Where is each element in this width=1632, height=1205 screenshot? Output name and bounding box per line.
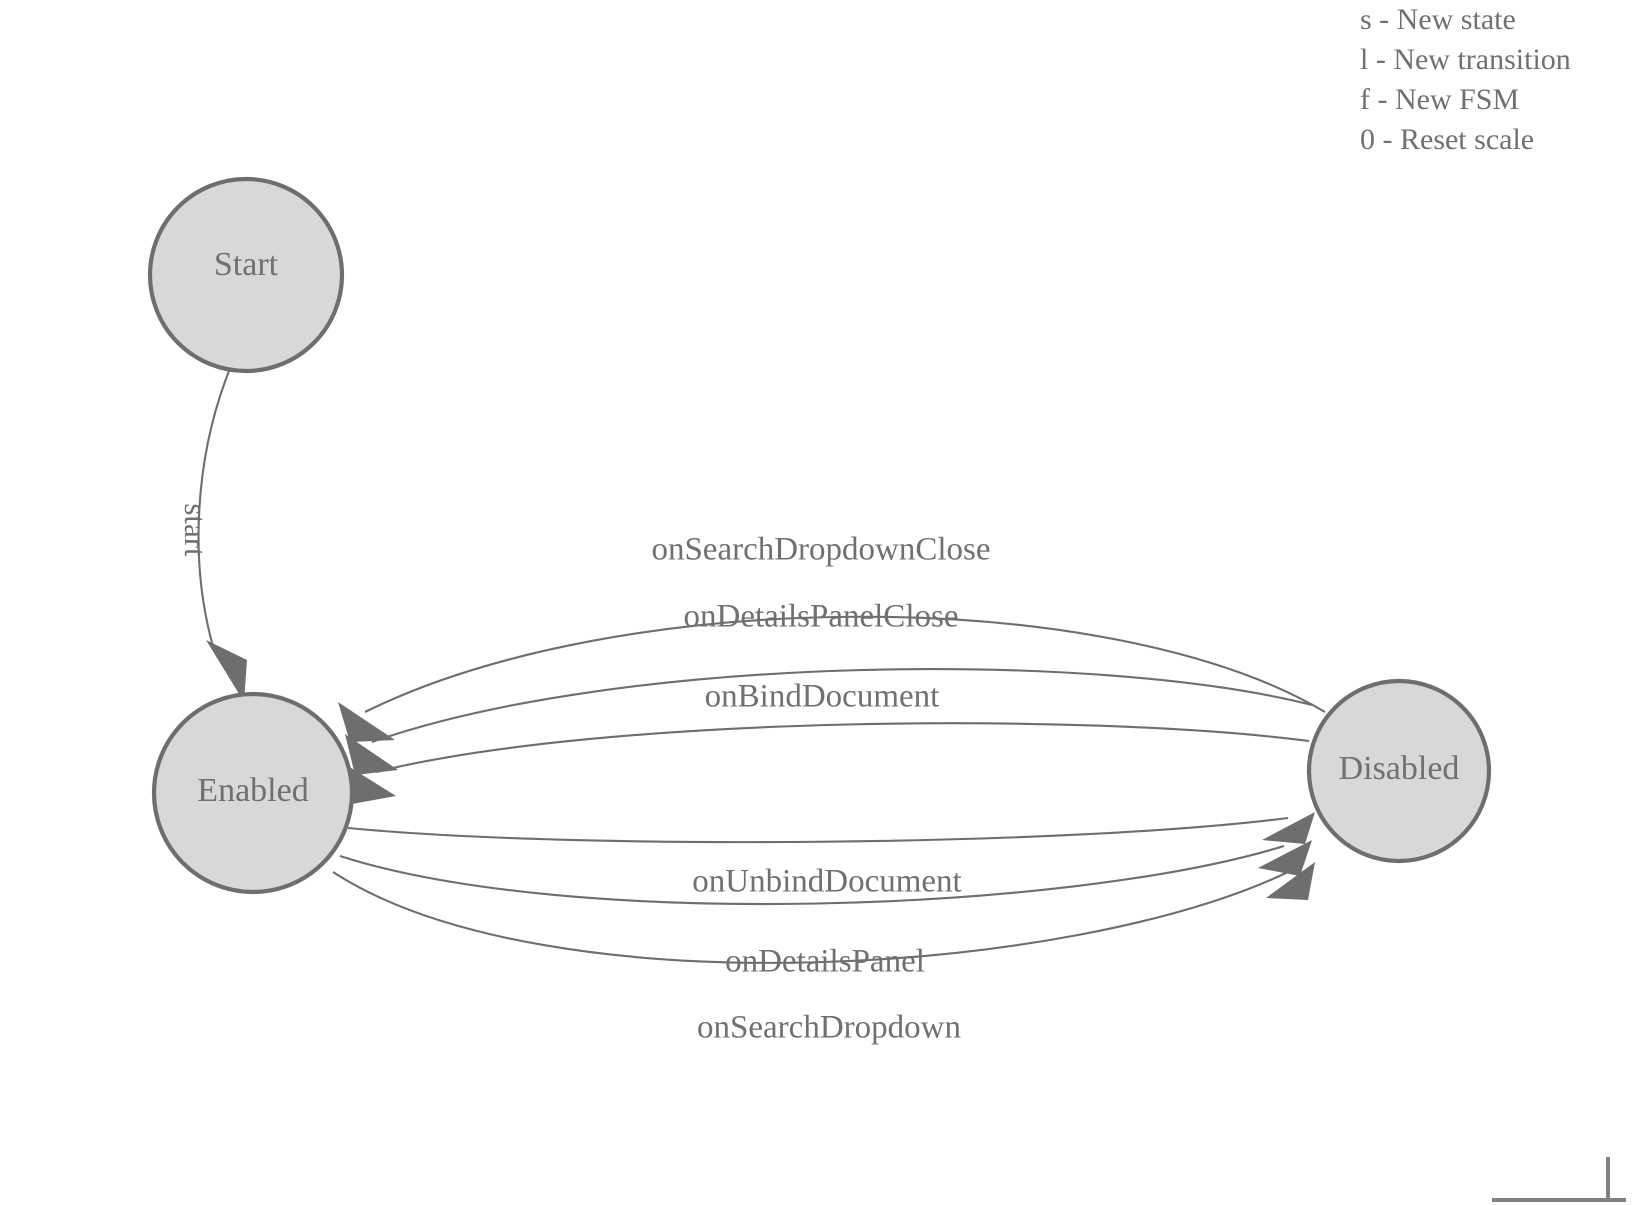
- help-line-new-transition: l - New transition: [1360, 43, 1571, 76]
- transition-onUnbindDocument-path[interactable]: [347, 816, 1289, 844]
- state-label-start: Start: [214, 246, 279, 283]
- state-node-start[interactable]: Start: [147, 176, 345, 374]
- transition-onDetailsPanel-path[interactable]: [339, 844, 1285, 906]
- transition-label-onSearchDropdownClose: onSearchDropdownClose: [651, 532, 990, 568]
- help-line-reset-scale: 0 - Reset scale: [1360, 123, 1535, 156]
- transition-label-onSearchDropdown: onSearchDropdown: [697, 1010, 961, 1046]
- transition-label-onBindDocument: onBindDocument: [705, 679, 940, 715]
- transition-start-arrowhead: [206, 640, 247, 702]
- corner-bracket-horizontal: [1492, 1198, 1626, 1202]
- corner-bracket-vertical: [1606, 1157, 1610, 1202]
- transition-onBindDocument-arrowhead: [348, 766, 396, 804]
- help-line-new-state: s - New state: [1360, 3, 1516, 36]
- state-label-enabled: Enabled: [197, 772, 308, 809]
- state-circle-enabled[interactable]: [151, 691, 355, 895]
- transition-onDetailsPanelClose-path[interactable]: [371, 668, 1313, 743]
- transition-onBindDocument[interactable]: [348, 722, 1310, 804]
- transition-onSearchDropdown-arrowhead: [1266, 862, 1315, 900]
- state-node-disabled[interactable]: Disabled: [1306, 678, 1492, 864]
- transition-start-path[interactable]: [197, 370, 230, 651]
- transition-onSearchDropdownClose-path[interactable]: [364, 615, 1326, 713]
- transition-onUnbindDocument[interactable]: [347, 812, 1315, 844]
- transition-onSearchDropdown-path[interactable]: [332, 871, 1289, 964]
- state-circle-start[interactable]: [147, 176, 345, 374]
- transition-onSearchDropdownClose[interactable]: [338, 615, 1326, 742]
- transition-onDetailsPanel-arrowhead: [1258, 840, 1312, 876]
- transition-start[interactable]: [197, 370, 247, 702]
- transition-label-onUnbindDocument: onUnbindDocument: [692, 864, 961, 900]
- state-label-disabled: Disabled: [1339, 750, 1460, 787]
- help-legend: s - New state l - New transition f - New…: [1360, 0, 1632, 160]
- transition-onSearchDropdownClose-arrowhead: [338, 702, 395, 742]
- transition-onDetailsPanel[interactable]: [339, 840, 1312, 906]
- state-circle-disabled[interactable]: [1306, 678, 1492, 864]
- canvas-corner-bracket[interactable]: [1492, 1157, 1632, 1205]
- transition-label-start: start: [178, 503, 213, 557]
- transition-onDetailsPanelClose-arrowhead: [345, 734, 398, 775]
- transition-label-onDetailsPanelClose: onDetailsPanelClose: [684, 599, 959, 635]
- help-line-new-fsm: f - New FSM: [1360, 83, 1520, 116]
- transition-onUnbindDocument-arrowhead: [1262, 812, 1315, 844]
- transition-onDetailsPanelClose[interactable]: [345, 668, 1313, 775]
- transition-onSearchDropdown[interactable]: [332, 862, 1315, 964]
- transition-label-onDetailsPanel: onDetailsPanel: [725, 944, 925, 980]
- transition-onBindDocument-path[interactable]: [375, 722, 1310, 774]
- state-node-enabled[interactable]: Enabled: [151, 691, 355, 895]
